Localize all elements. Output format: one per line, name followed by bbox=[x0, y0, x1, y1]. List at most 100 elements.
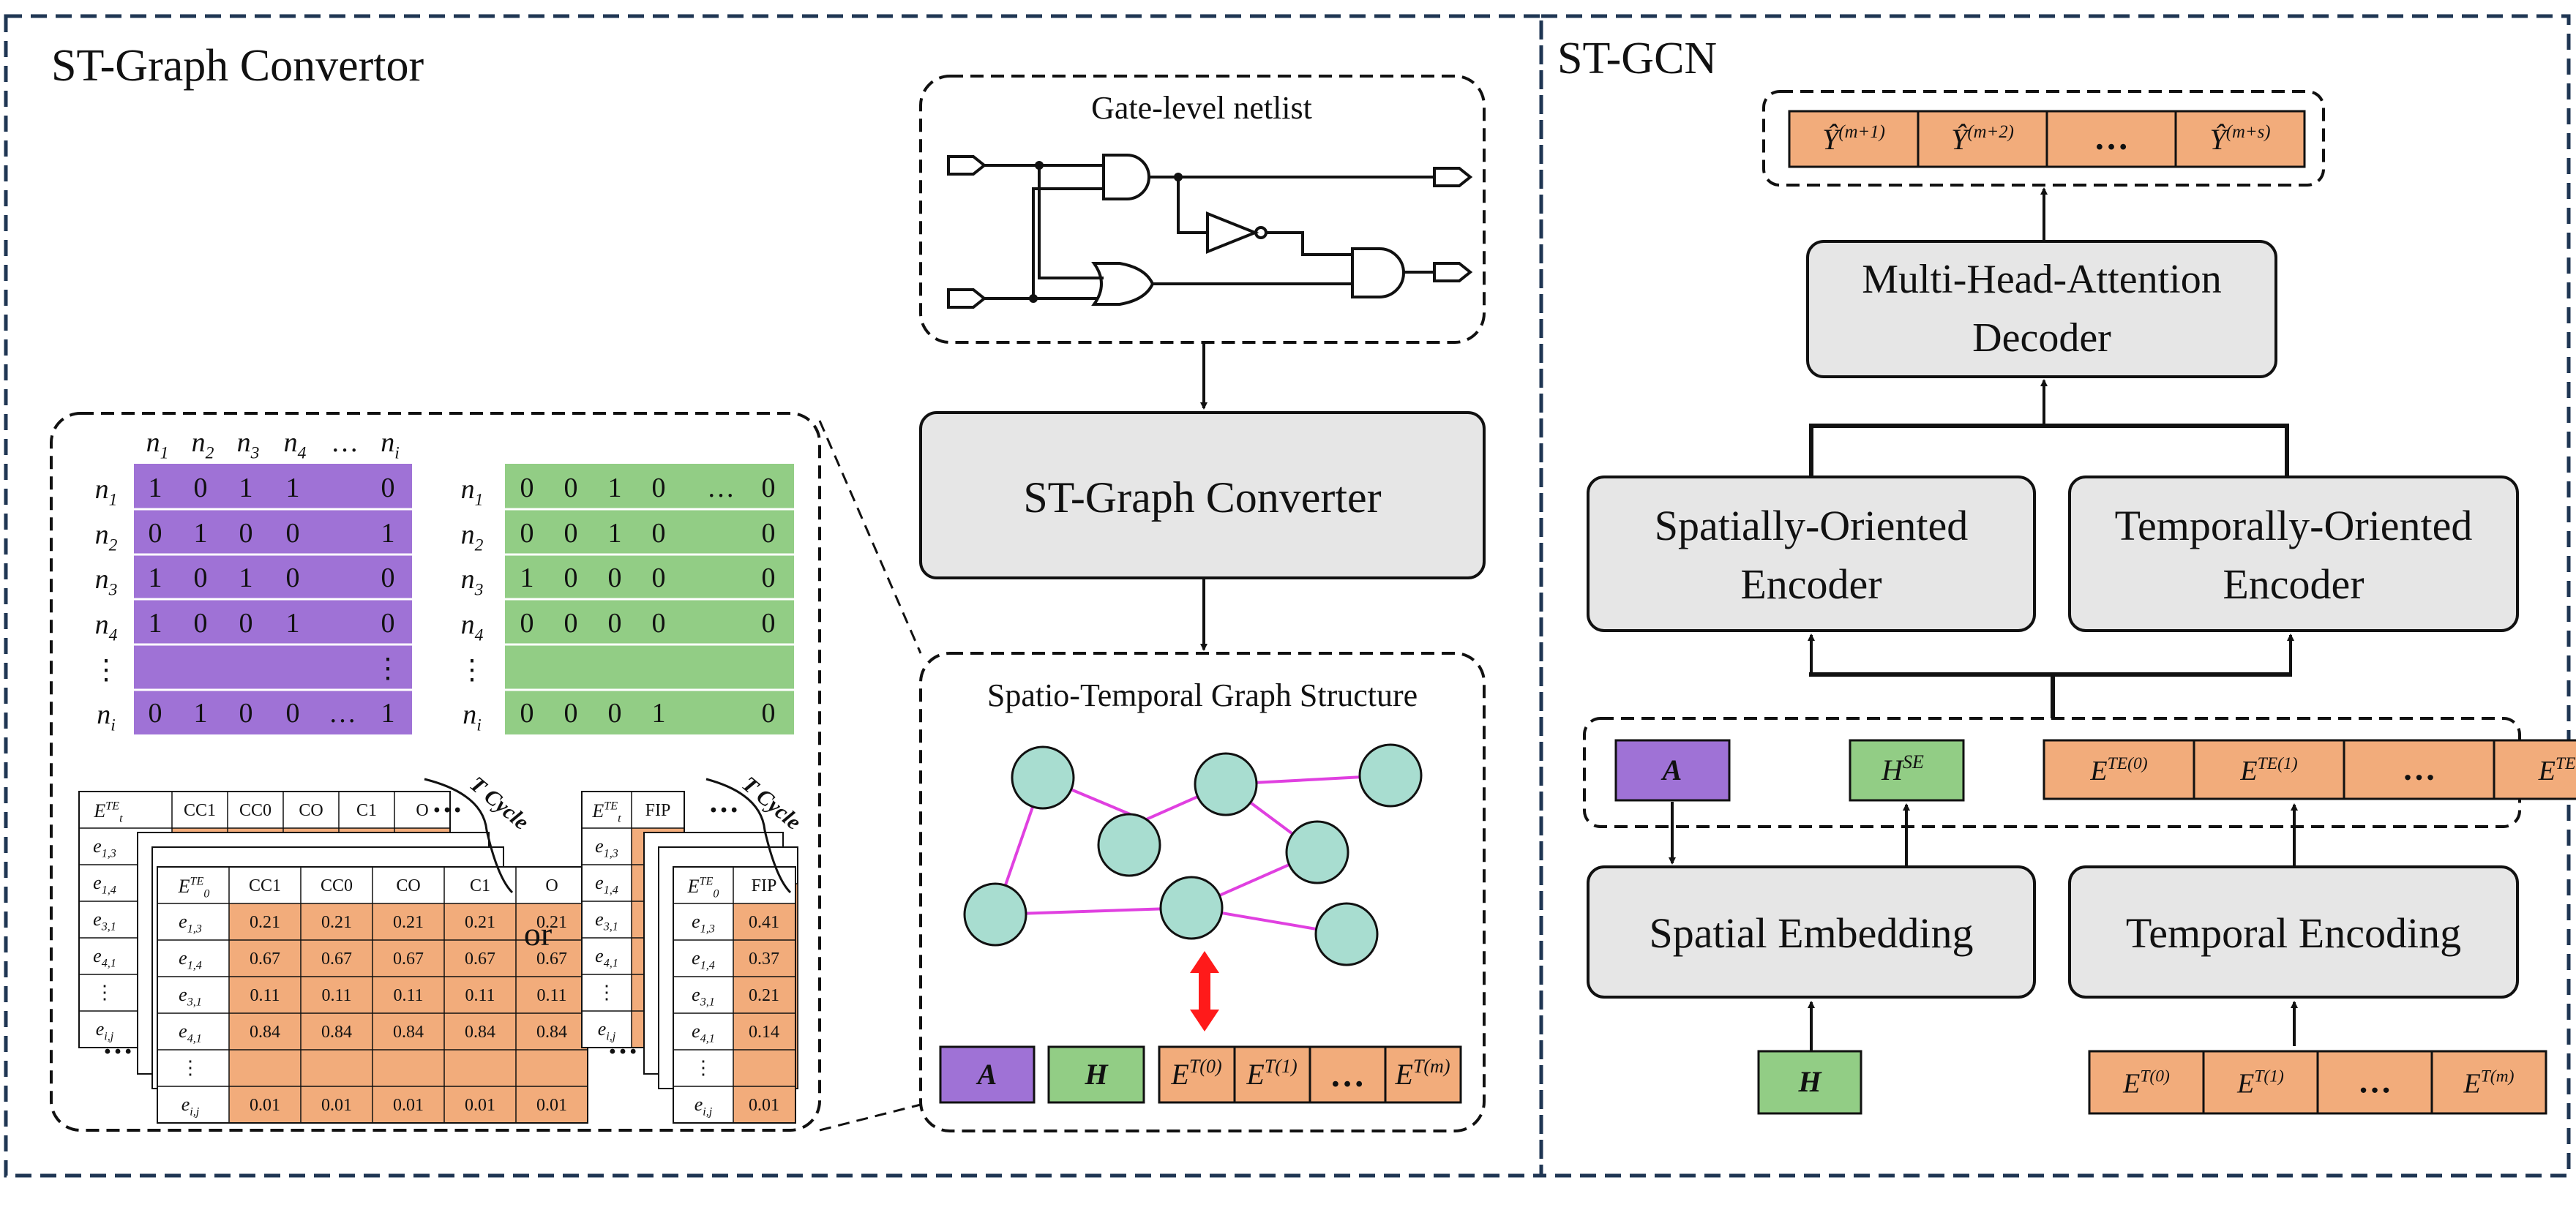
table-cell: 0.11 bbox=[321, 986, 351, 1005]
table-cell: 0.21 bbox=[536, 913, 567, 932]
netlist-junction bbox=[1029, 294, 1038, 303]
adjacency-row-header: ni bbox=[97, 699, 116, 735]
feature-cell: 0 bbox=[564, 698, 578, 729]
feature-cell: 0 bbox=[762, 473, 776, 503]
adjacency-cell: 0 bbox=[381, 608, 395, 639]
feature-cell: 0 bbox=[652, 608, 666, 639]
table-cell: 0.41 bbox=[749, 913, 779, 932]
feature-cell: 0 bbox=[564, 473, 578, 503]
table-col-header: CC0 bbox=[321, 876, 353, 895]
table-header-label: ETEt bbox=[93, 800, 123, 825]
table-row-label: e1,4 bbox=[595, 872, 618, 897]
input-e-cell bbox=[2316, 1050, 2433, 1115]
edge-feature-table-stack: ETEtCC1CC0COC1O0.210.210.210.210.21e1,3e… bbox=[78, 791, 588, 1124]
adjacency-row-header: n2 bbox=[95, 519, 118, 555]
table-cell: 0.11 bbox=[536, 986, 566, 1005]
input-e-label: ET(m) bbox=[2463, 1067, 2514, 1099]
prediction-outputs: Ŷ(m+1)Ŷ(m+2)…Ŷ(m+s) bbox=[1788, 110, 2306, 168]
prediction-output-cell bbox=[2174, 110, 2306, 168]
input-e-ellipsis: … bbox=[2358, 1063, 2392, 1100]
table-cell: 0.01 bbox=[536, 1096, 567, 1115]
adjacency-cell: 1 bbox=[286, 608, 300, 639]
table-col-header: C1 bbox=[470, 876, 490, 895]
converter-box bbox=[919, 411, 1486, 579]
netlist-box bbox=[919, 75, 1486, 344]
adjacency-col-header: n3 bbox=[237, 427, 260, 463]
graph-node bbox=[1314, 902, 1379, 966]
table-cell: 0.67 bbox=[465, 950, 495, 969]
table-cell: 0.21 bbox=[250, 913, 280, 932]
feature-cell: 0 bbox=[520, 518, 534, 549]
stack-dots: … bbox=[607, 1027, 638, 1061]
adjacency-cell: 1 bbox=[194, 698, 208, 729]
table-cell: 0.11 bbox=[465, 986, 495, 1005]
adjacency-cell: 1 bbox=[194, 518, 208, 549]
feature-cell: 0 bbox=[762, 698, 776, 729]
table-cell: 0.67 bbox=[536, 950, 567, 969]
feature-row-header: n1 bbox=[461, 474, 484, 510]
table-row-label: e1,3 bbox=[179, 911, 202, 936]
table-row-label: e4,1 bbox=[179, 1021, 202, 1045]
table-cell: 0.21 bbox=[749, 986, 779, 1005]
mid-te-label: ETE(1) bbox=[2239, 754, 2297, 786]
temporal-encoder-line2: Encoder bbox=[2223, 560, 2364, 608]
table-row-label: ⋮ bbox=[95, 982, 114, 1003]
table-cell: 0.21 bbox=[321, 913, 352, 932]
feature-cell: 1 bbox=[520, 563, 534, 593]
prediction-output-label: Ŷ(m+1) bbox=[1822, 122, 1885, 156]
table-row-label: e1,4 bbox=[692, 947, 715, 972]
feature-cell: 0 bbox=[608, 698, 622, 729]
table-col-header: CO bbox=[396, 876, 420, 895]
mid-te-ellipsis: … bbox=[2403, 750, 2436, 787]
right-panel-frame bbox=[1539, 14, 2571, 1178]
prediction-output-ellipsis: … bbox=[2094, 119, 2129, 157]
table-row-label: e4,1 bbox=[93, 945, 116, 970]
table-cell: 0.01 bbox=[465, 1096, 495, 1115]
adjacency-cell: 0 bbox=[239, 698, 253, 729]
stack-dots: … bbox=[708, 786, 739, 819]
adjacency-cell: ⋮ bbox=[374, 653, 402, 684]
adjacency-cell: 0 bbox=[286, 563, 300, 593]
prediction-output-cell bbox=[1788, 110, 1920, 168]
input-e-cell bbox=[2088, 1050, 2205, 1115]
feature-cell: 0 bbox=[520, 473, 534, 503]
table-row-label: ⋮ bbox=[181, 1057, 200, 1078]
svg-text:A: A bbox=[976, 1058, 997, 1091]
adjacency-row-header: n3 bbox=[95, 564, 118, 600]
feature-cell: 0 bbox=[762, 518, 776, 549]
feature-row-header: n3 bbox=[461, 564, 484, 600]
decoder-label-line1: Multi-Head-Attention bbox=[1862, 257, 2221, 302]
table-row-label: ei,j bbox=[598, 1018, 616, 1043]
adjacency-cell: 0 bbox=[381, 473, 395, 503]
feature-cell: 0 bbox=[564, 518, 578, 549]
table-cell: 0.11 bbox=[393, 986, 423, 1005]
spatial-embedding-box bbox=[1587, 865, 2036, 999]
table-cell: 0.84 bbox=[536, 1023, 567, 1042]
encoder-to-decoder-connector bbox=[1809, 424, 2289, 477]
t-cycle-label: T Cycle bbox=[465, 772, 533, 835]
temporal-encoder-box bbox=[2068, 476, 2519, 632]
graph-node bbox=[1358, 743, 1423, 808]
input-e-cell bbox=[2430, 1050, 2547, 1115]
feature-cell: 0 bbox=[520, 698, 534, 729]
feature-cell: 1 bbox=[608, 473, 622, 503]
svg-text:ET(0): ET(0) bbox=[1170, 1056, 1221, 1091]
spatial-encoder-box bbox=[1587, 476, 2036, 632]
feature-cell: 0 bbox=[762, 563, 776, 593]
adjacency-col-header: … bbox=[331, 427, 359, 458]
left-panel-title: ST-Graph Convertor bbox=[51, 41, 424, 91]
feature-cell: 0 bbox=[564, 608, 578, 639]
graph-legend: A H ET(0) ET(1) … ET(m) bbox=[939, 1045, 1462, 1104]
temporal-encoding-label: Temporal Encoding bbox=[2126, 909, 2461, 957]
table-row-label: ei,j bbox=[96, 1018, 114, 1043]
spatial-encoder-line1: Spatially-Oriented bbox=[1655, 502, 1968, 549]
t-cycle-label: T Cycle bbox=[738, 772, 806, 835]
table-col-header: CO bbox=[299, 801, 323, 820]
table-cell: 0.14 bbox=[749, 1023, 779, 1042]
adjacency-row-header: n4 bbox=[95, 609, 118, 645]
